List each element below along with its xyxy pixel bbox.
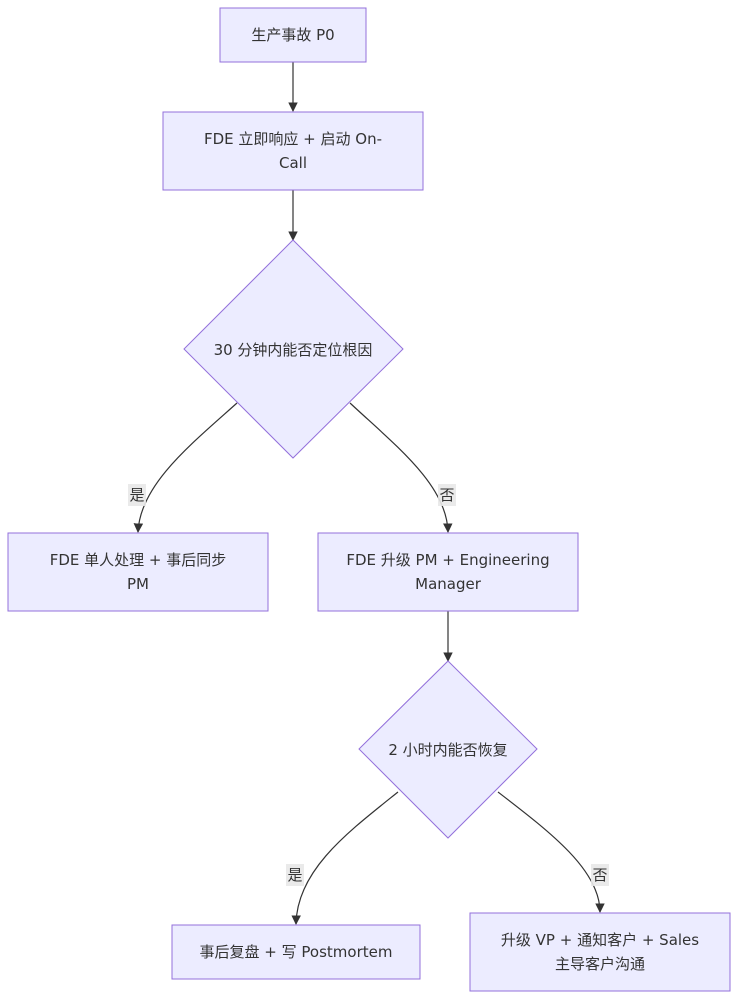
edge-decide30-to-solo	[133, 402, 238, 533]
node-respond-label-line2: Call	[279, 154, 307, 172]
node-escalate-vp: 升级 VP + 通知客户 + Sales 主导客户沟通	[469, 912, 731, 992]
edge-decide30-to-escalatepm	[349, 402, 453, 533]
node-respond-label-line1: FDE 立即响应 + 启动 On-	[204, 130, 382, 148]
edge-label-text: 否	[439, 486, 454, 504]
decision-2h-label: 2 小时内能否恢复	[388, 741, 507, 759]
edge-decide2h-to-escalatevp	[497, 791, 605, 913]
decision-2-hour-recovery: 2 小时内能否恢复	[358, 660, 538, 839]
edge-label-no-2: 否	[591, 864, 609, 886]
node-escalatepm-label-line1: FDE 升级 PM + Engineering	[346, 551, 549, 569]
node-postmortem-label: 事后复盘 + 写 Postmortem	[200, 943, 393, 961]
edge-label-text: 是	[287, 866, 302, 884]
edge-label-text: 否	[592, 866, 607, 884]
edge-label-text: 是	[129, 486, 144, 504]
node-incident-p0: 生产事故 P0	[219, 7, 367, 63]
edge-label-yes-2: 是	[286, 864, 304, 886]
decision-30-label: 30 分钟内能否定位根因	[214, 341, 373, 359]
edge-label-yes-1: 是	[128, 484, 146, 506]
edge-decide2h-to-postmortem	[291, 791, 399, 925]
node-fde-respond: FDE 立即响应 + 启动 On- Call	[162, 111, 424, 191]
node-escalatevp-label-line1: 升级 VP + 通知客户 + Sales	[501, 931, 699, 949]
node-postmortem: 事后复盘 + 写 Postmortem	[171, 924, 421, 980]
edges	[133, 62, 605, 925]
edge-label-no-1: 否	[438, 484, 456, 506]
node-escalatevp-label-line2: 主导客户沟通	[555, 955, 645, 973]
node-incident-label: 生产事故 P0	[251, 26, 334, 44]
node-fde-solo: FDE 单人处理 + 事后同步 PM	[7, 532, 269, 612]
node-fde-escalate-pm: FDE 升级 PM + Engineering Manager	[317, 532, 579, 612]
node-solo-label-line1: FDE 单人处理 + 事后同步	[50, 551, 227, 569]
node-escalatepm-label-line2: Manager	[415, 575, 482, 593]
node-solo-label-line2: PM	[127, 575, 149, 593]
decision-30-min-root-cause: 30 分钟内能否定位根因	[183, 239, 404, 459]
